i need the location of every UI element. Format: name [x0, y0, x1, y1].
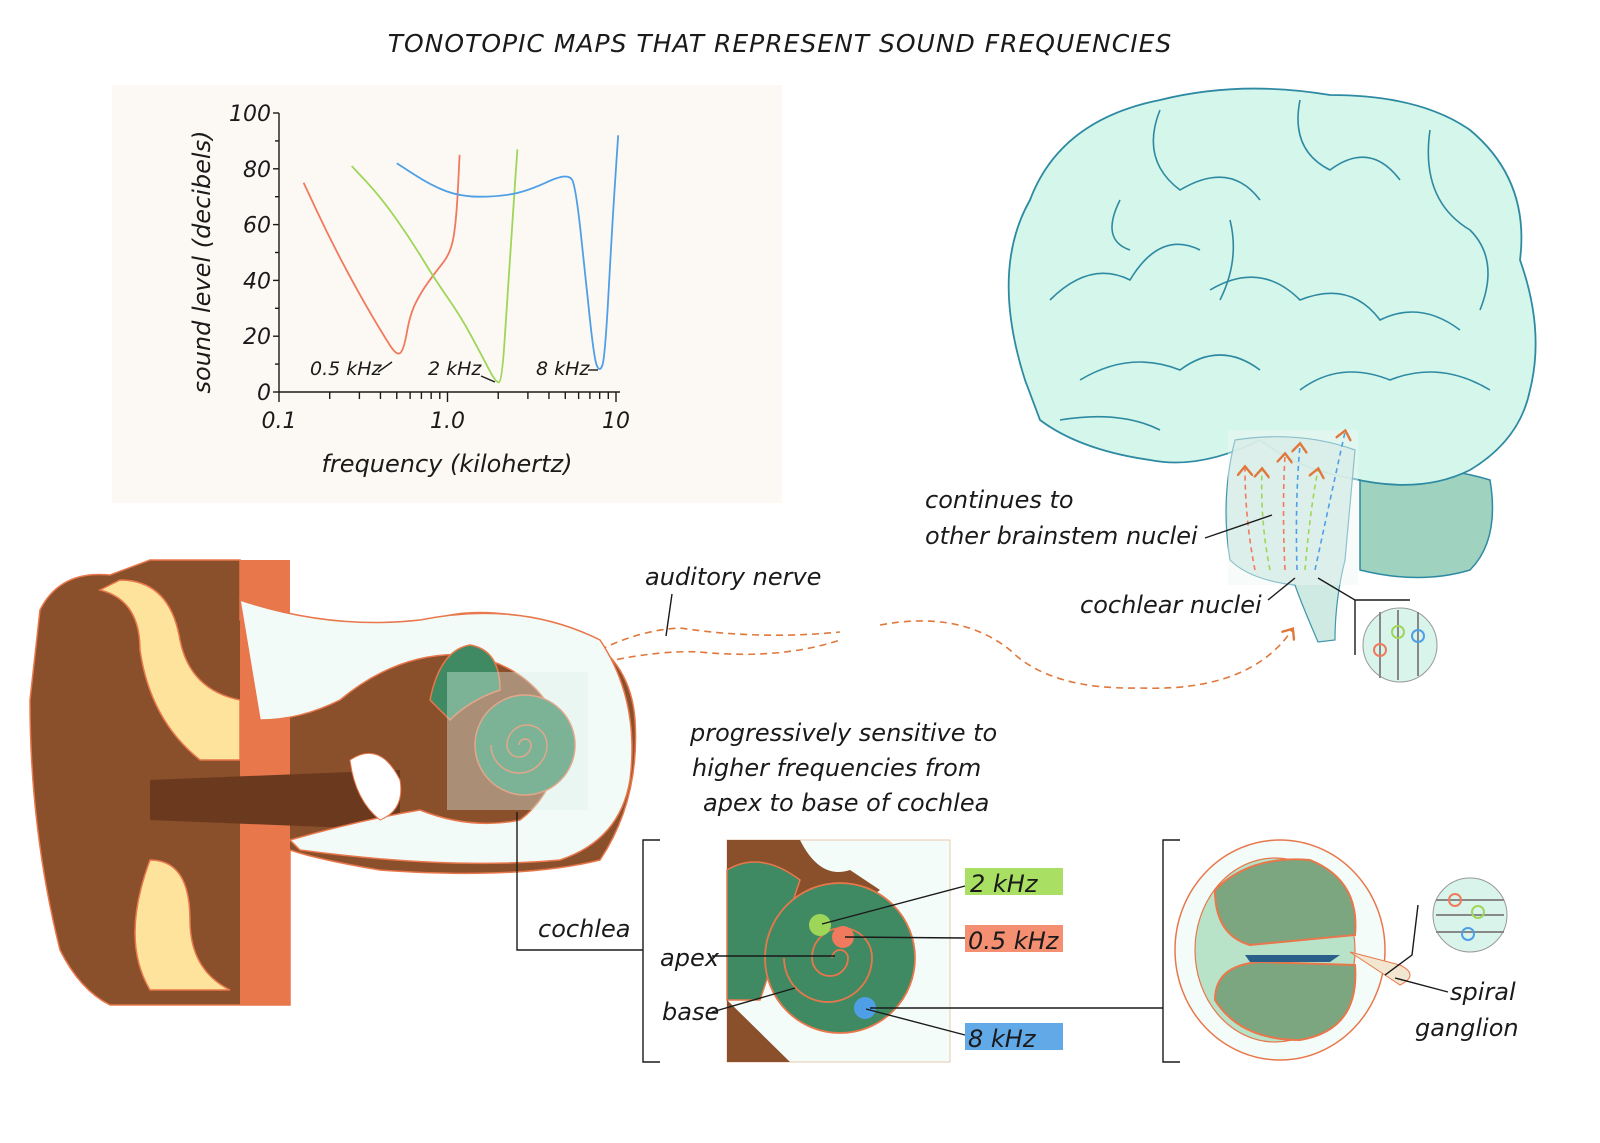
label-auditory-nerve: auditory nerve [645, 563, 821, 591]
tuning-curve-chart: 0 20 40 60 80 100 0.1 1.0 10 sound level (decib… [112, 85, 782, 503]
cerebrum [1007, 87, 1537, 486]
cochlea-cross-section: spiral ganglion [1162, 839, 1519, 1063]
auditory-nerve: auditory nerve [599, 563, 1292, 690]
cochlea [474, 694, 576, 796]
cochlear-nuclei-neurons-inset [1362, 607, 1438, 683]
semicircular-canals [429, 644, 501, 722]
x-tick-label: 0.1 [262, 409, 297, 434]
y-tick-label: 60 [243, 214, 271, 239]
label-05khz: 0.5 kHz [968, 927, 1060, 955]
x-tick-label: 10 [602, 409, 630, 434]
label-cochlea: cochlea [538, 915, 630, 943]
y-tick-label: 100 [229, 102, 271, 127]
chart-background [112, 85, 782, 503]
label-base: base [662, 998, 719, 1026]
y-axis-label: sound level (decibels) [188, 131, 216, 394]
ascending-pathways [1245, 432, 1345, 571]
tuning-curve-8kHz [396, 135, 620, 370]
label-continues-line2: other brainstem nuclei [925, 522, 1198, 550]
series-label-8khz: 8 kHz [536, 358, 590, 380]
label-continues-line1: continues to [925, 486, 1074, 514]
label-progressive-line3: apex to base of cochlea [703, 789, 989, 817]
label-apex: apex [660, 944, 720, 972]
page-title: TONOTOPIC MAPS THAT REPRESENT SOUND FREQ… [388, 29, 1173, 58]
label-8khz: 8 kHz [968, 1025, 1037, 1053]
brainstem [1225, 436, 1356, 643]
brain-illustration: continues to other brainstem nuclei coch… [925, 87, 1537, 683]
label-ganglion: ganglion [1415, 1014, 1519, 1042]
series-label-2khz: 2 kHz [428, 358, 482, 380]
x-tick-label: 1.0 [430, 409, 465, 434]
label-progressive-line2: higher frequencies from [692, 754, 981, 782]
brain-gyri [1049, 99, 1491, 431]
ear-canal [150, 770, 400, 830]
series-label-0.5khz: 0.5 kHz [310, 358, 383, 380]
eardrum [349, 752, 402, 821]
label-2khz: 2 kHz [970, 870, 1039, 898]
brainstem-highlight [1228, 430, 1358, 585]
cartilage-lower [134, 859, 231, 991]
cochlea-highlight [447, 672, 588, 810]
marker-2khz [809, 914, 831, 936]
marker-8khz [854, 997, 876, 1019]
marker-05khz [832, 926, 854, 948]
tuning-curve-2kHz [351, 149, 519, 384]
tuning-curve-05kHz [302, 154, 461, 355]
label-spiral: spiral [1450, 978, 1516, 1006]
y-tick-label: 20 [243, 325, 271, 350]
cochlea-inset: progressively sensitive to higher freque… [642, 719, 1163, 1063]
x-axis-label: frequency (kilohertz) [321, 450, 572, 478]
ear-cross-section: cochlea [29, 559, 643, 1006]
label-progressive-line1: progressively sensitive to [689, 719, 997, 747]
cartilage [97, 579, 241, 761]
y-tick-label: 80 [243, 158, 271, 183]
label-cochlear-nuclei: cochlear nuclei [1080, 591, 1262, 619]
spiral-ganglion-neurons-inset [1432, 877, 1508, 953]
y-tick-label: 40 [243, 269, 271, 294]
y-tick-label: 0 [257, 381, 271, 406]
